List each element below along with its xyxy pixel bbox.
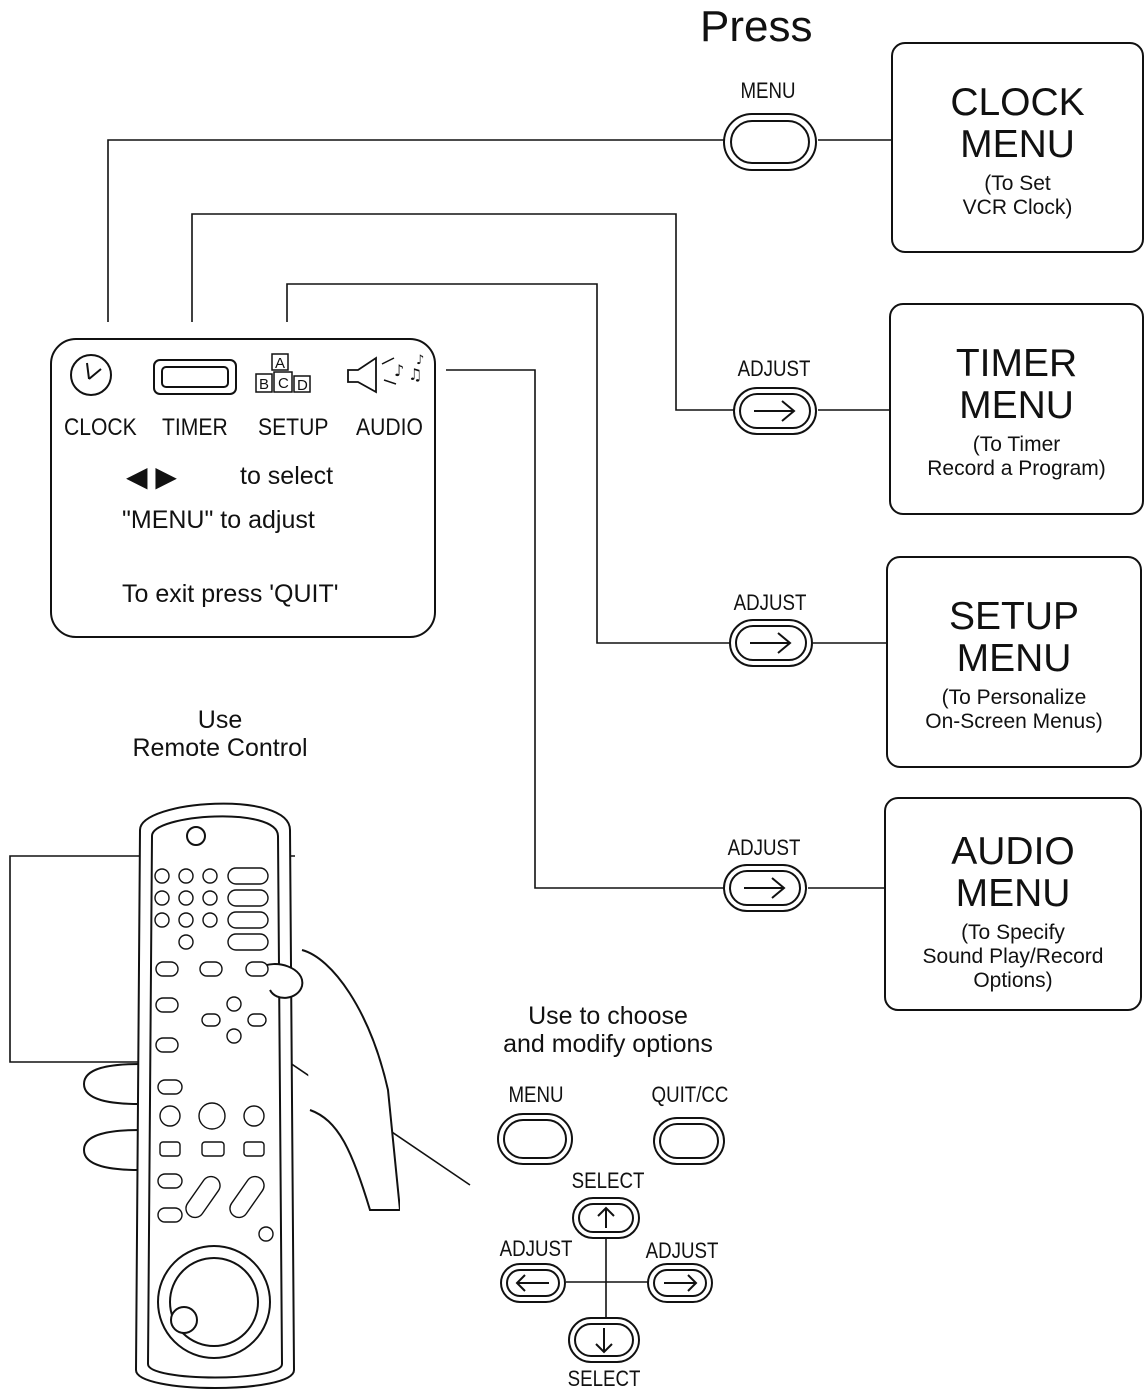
vcr-tape-icon <box>153 359 237 395</box>
menu-adjust-instruction: "MENU" to adjust <box>122 506 315 534</box>
timer-menu-box: TIMER MENU (To Timer Record a Program) <box>889 303 1144 515</box>
clock-menu-title-2: MENU <box>960 123 1075 166</box>
adjust-button-label-audio: ADJUST <box>727 835 801 860</box>
timer-menu-desc-1: (To Timer <box>972 433 1061 456</box>
audio-menu-title-1: AUDIO <box>951 830 1075 873</box>
select-down-button[interactable] <box>567 1316 643 1364</box>
audio-menu-box: AUDIO MENU (To Specify Sound Play/Record… <box>884 797 1142 1011</box>
pad-menu-label: MENU <box>508 1082 564 1107</box>
adjust-left-button[interactable] <box>499 1262 569 1304</box>
abcd-blocks-icon: A B C D <box>255 353 311 394</box>
timer-menu-title-2: MENU <box>959 384 1074 427</box>
audio-menu-desc-1: (To Specify <box>961 921 1065 944</box>
press-heading: Press <box>700 2 813 51</box>
setup-menu-title-1: SETUP <box>948 595 1080 638</box>
remote-caption: Use Remote Control <box>90 706 350 762</box>
select-instruction: to select <box>240 462 334 490</box>
pad-quit-label: QUIT/CC <box>651 1082 729 1107</box>
adjust-button-audio[interactable] <box>722 863 810 913</box>
clock-menu-box: CLOCK MENU (To Set VCR Clock) <box>891 42 1144 253</box>
svg-text:B: B <box>259 376 269 393</box>
audio-menu-title-2: MENU <box>955 872 1071 915</box>
choose-caption-line-1: Use to choose <box>528 1002 688 1030</box>
remote-control-illustration <box>82 802 400 1389</box>
choose-caption-line-2: and modify options <box>503 1030 713 1058</box>
adjust-button-timer[interactable] <box>732 386 820 436</box>
clock-icon <box>70 354 112 396</box>
timer-menu-desc-2: Record a Program) <box>927 457 1106 480</box>
svg-text:♫: ♫ <box>408 365 422 384</box>
setup-menu-desc-1: (To Personalize <box>941 686 1087 709</box>
pad-quit-button[interactable] <box>652 1116 728 1166</box>
audio-menu-desc-3: Options) <box>973 969 1053 992</box>
pad-adjust-left-label: ADJUST <box>499 1236 573 1261</box>
svg-text:♪: ♪ <box>394 361 404 380</box>
menu-button-label: MENU <box>740 78 796 103</box>
svg-text:♪: ♪ <box>416 353 424 368</box>
remote-caption-line-2: Remote Control <box>132 734 308 762</box>
audio-menu-desc-2: Sound Play/Record <box>922 945 1104 968</box>
clock-menu-desc-2: VCR Clock) <box>962 196 1073 219</box>
adjust-button-setup[interactable] <box>728 618 816 668</box>
select-up-button[interactable] <box>571 1196 643 1240</box>
clock-menu-title-1: CLOCK <box>950 81 1085 124</box>
on-screen-menu: A B C D ♪ ♫ ♪ CLOCK TIMER SETUP AUDIO ◀ … <box>50 338 436 638</box>
clock-menu-desc-1: (To Set <box>984 172 1051 195</box>
screen-label-audio: AUDIO <box>356 414 423 441</box>
screen-label-setup: SETUP <box>258 414 329 441</box>
timer-menu-title-1: TIMER <box>955 342 1078 385</box>
setup-menu-desc-2: On-Screen Menus) <box>925 710 1103 733</box>
pad-select-down-label: SELECT <box>567 1366 641 1391</box>
pad-adjust-right-label: ADJUST <box>645 1238 719 1263</box>
remote-caption-line-1: Use <box>197 706 243 734</box>
menu-button[interactable] <box>722 112 820 172</box>
speaker-music-icon: ♪ ♫ ♪ <box>347 353 424 394</box>
svg-text:A: A <box>275 355 285 372</box>
adjust-right-button[interactable] <box>646 1262 716 1304</box>
setup-menu-box: SETUP MENU (To Personalize On-Screen Men… <box>886 556 1142 768</box>
pad-menu-button[interactable] <box>496 1112 576 1166</box>
exit-instruction: To exit press 'QUIT' <box>122 580 339 608</box>
adjust-button-label-timer: ADJUST <box>737 356 811 381</box>
choose-caption: Use to choose and modify options <box>470 1002 746 1058</box>
select-arrows-icon: ◀ ▶ <box>126 461 177 492</box>
screen-label-timer: TIMER <box>162 414 228 441</box>
svg-text:C: C <box>278 375 289 392</box>
screen-label-clock: CLOCK <box>64 414 137 441</box>
svg-text:D: D <box>297 377 308 394</box>
setup-menu-title-2: MENU <box>956 637 1072 680</box>
adjust-button-label-setup: ADJUST <box>733 590 807 615</box>
pad-select-up-label: SELECT <box>571 1168 645 1193</box>
